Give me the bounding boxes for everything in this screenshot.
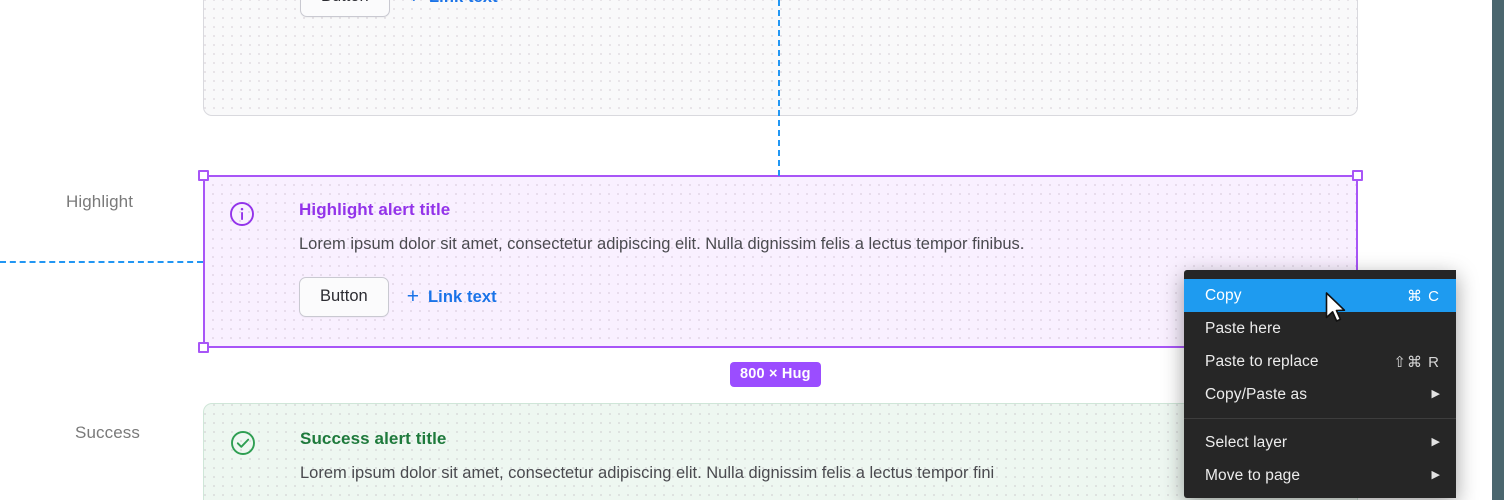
menu-item-paste-here[interactable]: Paste here [1184, 312, 1456, 345]
alert-actions: Button + Link text [299, 277, 1332, 317]
alert-link[interactable]: + Link text [408, 0, 498, 7]
plus-icon: + [406, 285, 419, 308]
submenu-arrow-icon: ▶ [1431, 436, 1440, 448]
menu-item-paste-to-replace[interactable]: Paste to replace ⇧⌘ R [1184, 345, 1456, 378]
size-badge: 800 × Hug [730, 362, 821, 387]
submenu-arrow-icon: ▶ [1431, 469, 1440, 481]
menu-item-move-to-page[interactable]: Move to page ▶ [1184, 459, 1456, 492]
menu-item-label: Move to page [1205, 466, 1301, 484]
menu-separator [1184, 418, 1456, 419]
alert-card-highlight[interactable]: Highlight alert title Lorem ipsum dolor … [203, 175, 1358, 348]
menu-item-label: Paste here [1205, 319, 1281, 337]
alert-link-label: Link text [429, 0, 498, 7]
menu-item-shortcut: ⇧⌘ R [1393, 353, 1440, 371]
alert-description: Lorem ipsum dolor sit amet, consectetur … [299, 235, 1025, 253]
alert-description: Lorem ipsum dolor sit amet, consectetur … [300, 464, 995, 482]
menu-item-copy-paste-as[interactable]: Copy/Paste as ▶ [1184, 378, 1456, 411]
check-circle-icon [230, 430, 256, 456]
menu-item-shortcut: ⌘ C [1407, 287, 1440, 305]
row-label-highlight: Highlight [66, 192, 134, 211]
info-circle-icon [229, 201, 255, 227]
right-edge-strip [1492, 0, 1504, 500]
alert-card-default[interactable]: Lorem ipsum dolor sit amet, consectetur … [203, 0, 1358, 116]
menu-item-label: Paste to replace [1205, 352, 1319, 370]
alignment-guide-vertical [778, 0, 780, 176]
alert-link[interactable]: + Link text [406, 285, 497, 308]
menu-item-copy[interactable]: Copy ⌘ C [1184, 279, 1456, 312]
alert-button[interactable]: Button [299, 277, 389, 317]
alert-title: Highlight alert title [299, 200, 451, 219]
alert-actions: Button + Link text [300, 0, 1331, 17]
alert-button[interactable]: Button [300, 0, 390, 17]
alert-card-success[interactable]: Success alert title Lorem ipsum dolor si… [203, 403, 1358, 500]
alignment-guide-horizontal [0, 261, 203, 263]
submenu-arrow-icon: ▶ [1431, 388, 1440, 400]
context-menu[interactable]: Copy ⌘ C Paste here Paste to replace ⇧⌘ … [1184, 270, 1456, 498]
row-label-success: Success [75, 423, 140, 442]
alert-title: Success alert title [300, 429, 447, 448]
alert-link-label: Link text [427, 287, 497, 306]
menu-item-select-layer[interactable]: Select layer ▶ [1184, 426, 1456, 459]
menu-item-label: Copy [1205, 286, 1242, 304]
plus-icon: + [408, 0, 420, 7]
menu-item-label: Copy/Paste as [1205, 385, 1308, 403]
menu-item-label: Select layer [1205, 433, 1288, 451]
